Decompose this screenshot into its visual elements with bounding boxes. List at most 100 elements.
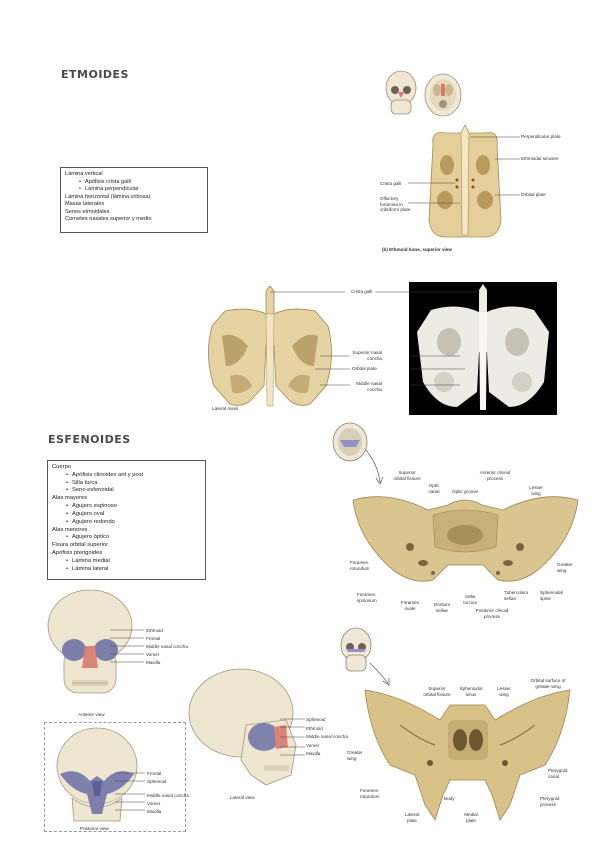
label-pterygoid-process: Pterygoid process xyxy=(540,796,560,807)
list-item: Apófisis pterigoides xyxy=(52,549,103,556)
label-foramen-ovale: Foramen ovale xyxy=(400,600,420,611)
skull-thumbnail-sphenoid-anterior xyxy=(340,627,390,686)
figure-label: Middle nasal concha xyxy=(147,793,189,798)
label-sella-turcica: Sella turcica xyxy=(463,594,477,605)
label-ant-lesser-wing: Lesser wing xyxy=(497,686,511,697)
skull-lateral-caption: Lateral view xyxy=(230,795,255,800)
label-middle-nasal-concha: Middle nasal concha xyxy=(356,381,382,392)
figure-label: Maxilla xyxy=(147,809,162,814)
list-item: Lámina lateral xyxy=(52,566,201,574)
esfenoides-heading: ESFENOIDES xyxy=(48,433,131,446)
label-tuberculum-sellae: Tuberculum sellae xyxy=(504,590,529,601)
figure-label: Vomer xyxy=(306,742,320,748)
list-item: Masas laterales xyxy=(65,201,105,208)
label-crista-galli-2: Crista galli xyxy=(351,289,373,294)
label-perpendicular-plate: Perpendicular plate xyxy=(521,134,561,139)
list-item: Cuerpo xyxy=(52,464,72,470)
label-orbital-plate-2: Orbital plate xyxy=(352,366,377,371)
skull-posterior-leader-lines xyxy=(115,772,145,811)
label-olfactory-foramina: Olfactory foramina in cribriform plate xyxy=(380,196,411,212)
ethmoid-posterior-view-figure xyxy=(208,286,332,407)
list-item: Alas mayores xyxy=(52,495,88,502)
skull-thumbnail-top xyxy=(424,73,462,117)
list-item: Silla turca xyxy=(52,480,201,488)
skull-thumbnail-sphenoid-superior xyxy=(332,422,384,485)
label-foramen-spinosum: Foramen spinosum xyxy=(357,592,377,603)
label-ant-greater-wing: Greater wing xyxy=(347,750,363,761)
list-item: Agujero oval xyxy=(52,511,201,519)
label-superior-nasal-concha: Superior nasal concha xyxy=(352,350,382,361)
ethmoid-superior-leader-lines xyxy=(408,136,520,204)
list-item: Seno esfenoidal xyxy=(52,487,201,495)
skull-lateral-view-figure xyxy=(188,668,297,786)
label-lesser-wing: Lesser wing xyxy=(529,485,543,496)
label-ant-foramen-rotundum: Foramen rotundum xyxy=(360,788,380,799)
label-optic-canal: Optic canal xyxy=(428,483,440,494)
ethmoid-superior-caption: (b) Ethmoid bone, superior view xyxy=(382,247,452,252)
ethmoid-photo xyxy=(409,282,557,415)
etmoides-heading: ETMOIDES xyxy=(61,68,129,81)
label-optic-groove: Optic groove xyxy=(452,489,479,494)
figure-label: Maxilla xyxy=(146,660,161,665)
skull-anterior-view-figure xyxy=(47,589,133,694)
label-body: Body xyxy=(444,796,455,801)
ethmoid-posterior-leader-lines xyxy=(270,291,480,386)
list-item: Cornetes nasales superior y medio xyxy=(65,216,152,223)
skull-posterior-caption: Posterior view xyxy=(80,826,109,831)
label-foramen-rotundum: Foramen rotundum xyxy=(350,560,370,571)
label-superior-orbital-fissure: Superior orbital fissure xyxy=(393,470,421,481)
figure-label: Frontal xyxy=(146,636,161,641)
skull-thumbnail-front xyxy=(385,70,417,115)
figure-label: Ethmoid xyxy=(146,628,163,633)
figure-label: Ethmoid xyxy=(306,725,323,731)
label-ethmoidal-sinuses: Ethmoidal sinuses xyxy=(521,156,559,161)
ethmoid-superior-view-figure xyxy=(428,125,502,238)
label-crista-galli: Crista galli xyxy=(380,181,402,186)
etmoides-box: Lámina verticalApófisis crista galliLámi… xyxy=(60,167,208,233)
label-greater-wing: Greater wing xyxy=(557,562,573,573)
esfenoides-list: CuerpoApófisis clinoides ant y postSilla… xyxy=(52,464,201,573)
esfenoides-box: CuerpoApófisis clinoides ant y postSilla… xyxy=(47,460,206,580)
figure-label: Maxilla xyxy=(306,751,321,757)
list-item: Lámina horizontal (lámina cribosa) xyxy=(65,193,151,200)
skull-anterior-caption: Anterior view xyxy=(78,712,105,717)
skull-posterior-view-figure xyxy=(56,727,138,822)
label-dorsum-sellae: Dorsum sellae xyxy=(433,602,451,613)
list-item: Lámina vertical xyxy=(65,171,103,177)
figure-label: Sphenoid xyxy=(306,717,326,722)
figure-label: Middle nasal concha xyxy=(306,734,348,740)
list-item: Senos etmoidales xyxy=(65,208,110,215)
sphenoid-superior-view-figure xyxy=(352,496,579,582)
label-anterior-clinoid-process: Anterior clinoid process xyxy=(479,470,511,481)
list-item: Agujero espinoso xyxy=(52,503,201,511)
skull-lateral-leader-lines xyxy=(280,718,305,756)
label-lateral-plate: Lateral plate xyxy=(404,812,420,823)
label-posterior-clinoid-process: Posterior clinoid process xyxy=(475,608,509,619)
skull-anterior-leader-lines xyxy=(110,629,144,663)
label-pterygoid-canal: Pterygoid canal xyxy=(548,768,568,779)
list-item: Agujero redondo xyxy=(52,519,201,527)
label-sphenoidal-spine: Sphenoidal spine xyxy=(540,590,563,601)
etmoides-list: Lámina verticalApófisis crista galliLámi… xyxy=(65,171,203,224)
label-sphenoidal-sinus: Sphenoidal sinus xyxy=(459,686,483,697)
figure-label: Vomer xyxy=(147,801,161,806)
figure-label: Middle nasal concha xyxy=(146,644,188,649)
label-orbital-surface-greater-wing: Orbital surface of greater wing xyxy=(530,678,566,689)
label-ant-superior-orbital-fissure: Superior orbital fissure xyxy=(423,686,451,697)
figure-label: Frontal xyxy=(147,771,162,776)
list-item: Apófisis clinoides ant y post xyxy=(52,472,201,480)
label-lateral-mass: Lateral mass xyxy=(212,406,239,411)
label-orbital-plate: Orbital plate xyxy=(521,192,546,197)
list-item: Fisura orbital superior xyxy=(52,542,109,549)
list-item: Lámina perpendicular xyxy=(65,186,203,194)
skull-posterior-view-frame xyxy=(44,722,186,832)
list-item: Agujero óptico xyxy=(52,534,201,542)
figure-label: Vomer xyxy=(146,652,160,657)
figure-label: Sphenoid xyxy=(147,779,167,784)
sphenoid-anterior-view-figure xyxy=(364,689,571,821)
list-item: Apófisis crista galli xyxy=(65,179,203,187)
